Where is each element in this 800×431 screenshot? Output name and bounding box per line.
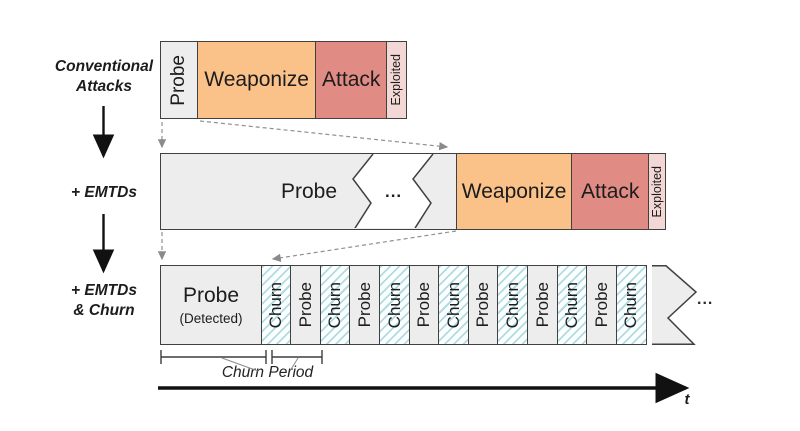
segment-weaponize-label: Weaponize — [461, 179, 567, 203]
time-axis-label: t — [684, 391, 690, 408]
segment-churn: Churn — [319, 265, 351, 345]
time-break: ... — [352, 154, 434, 229]
segment-probe: Probe — [467, 265, 499, 345]
label-emtds: + EMTDs — [71, 184, 137, 201]
segment-exploited: Exploited — [647, 153, 666, 230]
segment-weaponize: Weaponize — [455, 153, 573, 230]
segment-exploited-label: Exploited — [649, 165, 664, 218]
segment-churn: Churn — [379, 265, 411, 345]
segment-probe-long: Probe ... — [160, 153, 457, 230]
churn-period-label: Churn Period — [221, 364, 314, 381]
segment-churn: Churn — [438, 265, 470, 345]
label-conventional-line1: Conventional — [54, 58, 154, 75]
segment-attack-label: Attack — [322, 68, 381, 91]
dashed-connector-d2 — [271, 230, 457, 262]
segment-churn: Churn — [497, 265, 529, 345]
bar-emtds-churn: Probe (Detected) Churn Probe Churn Probe… — [160, 265, 698, 345]
segment-probe-detected: Probe (Detected) — [160, 265, 262, 345]
label-emtds-churn: + EMTDs & Churn — [26, 281, 182, 321]
segment-exploited-label: Exploited — [389, 54, 404, 106]
segment-probe: Probe — [586, 265, 618, 345]
segment-weaponize: Weaponize — [196, 41, 317, 119]
label-emtds-churn-line1: + EMTDs — [71, 282, 137, 299]
label-conventional-attacks: Conventional Attacks — [26, 57, 182, 97]
segment-probe-label: Probe — [168, 54, 189, 106]
segment-probe: Probe — [408, 265, 440, 345]
segment-probe: Probe — [349, 265, 381, 345]
segment-attack: Attack — [571, 153, 650, 230]
segment-churn: Churn — [556, 265, 588, 345]
time-break-ellipsis: ... — [385, 182, 402, 201]
probe-detected-subtitle: (Detected) — [179, 311, 243, 326]
segment-attack: Attack — [315, 41, 388, 119]
segment-attack-label: Attack — [581, 179, 640, 203]
segment-churn: Churn — [260, 265, 292, 345]
label-emtds-churn-line2: & Churn — [73, 302, 135, 319]
bar-conventional-attacks: Probe Weaponize Attack Exploited — [160, 41, 407, 119]
probe-detected-title: Probe — [182, 284, 240, 307]
segment-probe: Probe — [290, 265, 322, 345]
segment-probe: Probe — [160, 41, 198, 119]
bar-emtds: Probe ... Weaponize Attack Exploited — [160, 153, 666, 230]
segment-probe-long-label: Probe — [280, 179, 338, 203]
label-conventional-line2: Attacks — [76, 78, 132, 95]
segment-probe: Probe — [527, 265, 559, 345]
churn-period-bracket — [160, 350, 323, 364]
segment-exploited: Exploited — [385, 41, 407, 119]
segment-weaponize-label: Weaponize — [204, 68, 309, 91]
segment-churn: Churn — [615, 265, 647, 345]
churn-bar-ellipsis: ... — [697, 291, 714, 308]
dashed-connector-d1 — [199, 120, 449, 151]
bar-tail-break — [652, 265, 698, 345]
